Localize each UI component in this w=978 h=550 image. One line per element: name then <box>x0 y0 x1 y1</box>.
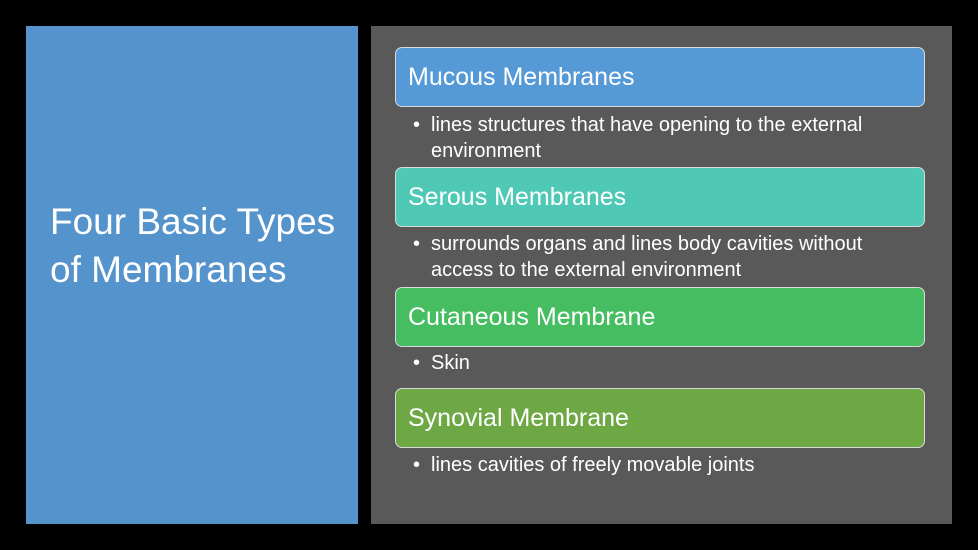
synovial-description: •lines cavities of freely movable joints <box>413 454 755 476</box>
mucous-description: •lines structures that have opening to t… <box>413 114 863 162</box>
title-panel: Four Basic Types of Membranes <box>26 26 358 524</box>
slide-title: Four Basic Types of Membranes <box>50 201 336 290</box>
bullet-icon: • <box>413 454 421 476</box>
bullet-icon: • <box>413 233 421 255</box>
mucous-header: Mucous Membranes <box>395 47 925 107</box>
cutaneous-header: Cutaneous Membrane <box>395 287 925 347</box>
serous-description: •surrounds organs and lines body cavitie… <box>413 233 863 281</box>
cutaneous-description: •Skin <box>413 352 470 374</box>
content-panel: Mucous Membranes •lines structures that … <box>371 26 952 524</box>
bullet-icon: • <box>413 352 421 374</box>
serous-header: Serous Membranes <box>395 167 925 227</box>
synovial-header: Synovial Membrane <box>395 388 925 448</box>
bullet-icon: • <box>413 114 421 136</box>
